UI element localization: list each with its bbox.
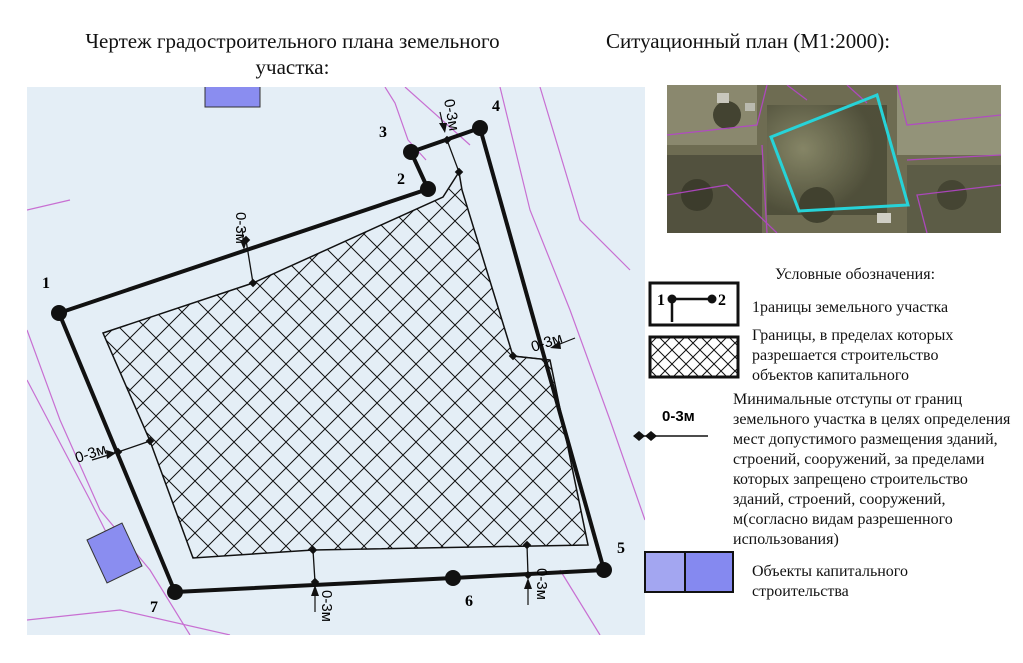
setback-label-bottom: 0-3м — [318, 590, 335, 622]
point-label-1: 1 — [42, 275, 50, 292]
setback-top: 0-3м — [232, 212, 249, 250]
legend-boundary-num-1: 1 — [657, 292, 665, 309]
building-top — [204, 87, 261, 108]
situation-plot-outline — [769, 92, 910, 213]
plan-title-line1: Чертеж градостроительного плана земельно… — [85, 29, 500, 53]
boundary-point-4 — [472, 120, 488, 136]
legend-objects-text: Объекты капитального строительства — [752, 563, 908, 600]
boundary-point-5 — [596, 562, 612, 578]
boundary-point-6 — [445, 570, 461, 586]
setback-label-top: 0-3м — [232, 212, 249, 244]
boundary-point-7 — [167, 584, 183, 600]
legend-title: Условные обозначения: — [775, 266, 936, 283]
boundary-points — [51, 120, 612, 600]
legend-setback-text: Минимальные отступы от границ земельного… — [733, 391, 1011, 548]
legend-setback-label: 0-3м — [662, 408, 695, 425]
boundary-point-1 — [51, 305, 67, 321]
point-label-6: 6 — [465, 593, 473, 610]
legend-buildable-symbol — [648, 335, 740, 379]
plan-drawing: 1 2 3 4 5 6 7 0-3м 0-3м 0-3м 0-3м 0-3м — [27, 87, 645, 635]
point-label-5: 5 — [617, 540, 625, 557]
point-label-7: 7 — [150, 599, 158, 616]
legend-objects-symbol — [644, 551, 734, 593]
legend-symbols: 1 2 0-3м — [633, 281, 740, 593]
legend-boundary-text: 1раницы земельного участка — [752, 299, 949, 316]
point-label-2: 2 — [397, 171, 405, 188]
point-label-3: 3 — [379, 124, 387, 141]
setback-label-bottom-right: 0-3м — [533, 568, 550, 600]
legend-setback-symbol: 0-3м — [633, 408, 708, 441]
building-left — [86, 522, 143, 584]
legend-buildable-text: Границы, в пределах которых разрешается … — [752, 327, 954, 384]
situation-title: Ситуационный план (М1:2000): — [605, 29, 891, 53]
boundary-point-2 — [420, 181, 436, 197]
situation-map-svg — [666, 84, 1002, 234]
legend-boundary-symbol: 1 2 — [648, 281, 740, 327]
plan-title: Чертеж градостроительного плана земельно… — [30, 28, 555, 80]
boundary-point-3 — [403, 144, 419, 160]
situation-map — [666, 84, 1002, 234]
setback-bottom-right: 0-3м — [524, 568, 550, 605]
setback-bottom: 0-3м — [311, 585, 335, 622]
setback-connectors — [117, 139, 551, 583]
setback-top-right: 0-3м — [439, 98, 462, 133]
point-label-4: 4 — [492, 98, 500, 115]
plan-svg: 1 2 3 4 5 6 7 0-3м 0-3м 0-3м 0-3м 0-3м — [27, 87, 645, 635]
legend-boundary-num-2: 2 — [718, 292, 726, 309]
plan-title-line2: участка: — [255, 55, 330, 79]
